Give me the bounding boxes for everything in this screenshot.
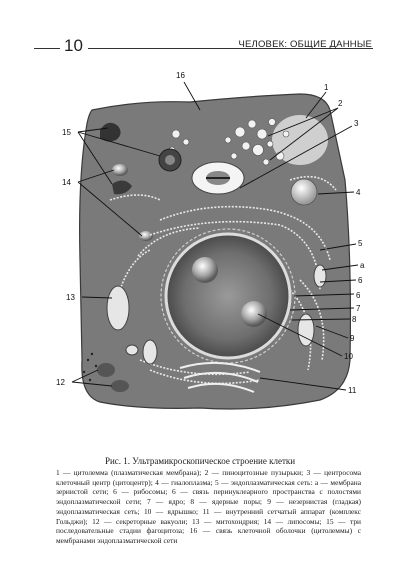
page-number: 10 xyxy=(64,36,83,55)
golgi-complex xyxy=(179,361,261,393)
label-4: 4 xyxy=(356,188,361,197)
label-9: 9 xyxy=(350,334,355,343)
label-1: 1 xyxy=(324,83,329,92)
label-6a: 6 xyxy=(358,276,363,285)
nucleus xyxy=(164,232,292,360)
secretory-vacuoles xyxy=(82,352,129,392)
endoplasmic-reticulum xyxy=(109,175,337,385)
leader-lines xyxy=(71,81,359,391)
running-title: ЧЕЛОВЕК: ОБЩИЕ ДАННЫЕ xyxy=(238,39,372,50)
label-10: 10 xyxy=(344,352,353,361)
figure-labels: 16 1 2 3 4 5 а 6 6 7 8 9 10 11 15 14 13 … xyxy=(56,71,365,395)
label-15: 15 xyxy=(62,128,71,137)
label-12: 12 xyxy=(56,378,65,387)
page-header: 10 ЧЕЛОВЕК: ОБЩИЕ ДАННЫЕ xyxy=(0,36,400,58)
figure-caption-title: Рис. 1. Ультрамикроскопическое строение … xyxy=(104,456,296,466)
label-16: 16 xyxy=(176,71,185,80)
label-11: 11 xyxy=(348,386,357,395)
cell-figure: 16 1 2 3 4 5 а 6 6 7 8 9 10 11 15 14 13 … xyxy=(0,60,400,450)
nucleolus-2 xyxy=(241,301,267,327)
header-rule-right xyxy=(88,48,373,49)
label-8: 8 xyxy=(352,315,357,324)
label-13: 13 xyxy=(66,293,75,302)
label-14: 14 xyxy=(62,178,71,187)
cell-illustration: 16 1 2 3 4 5 а 6 6 7 8 9 10 11 15 14 13 … xyxy=(56,71,365,410)
label-3: 3 xyxy=(354,119,359,128)
figure-caption-body: 1 — цитолемма (плазматическая мембрана);… xyxy=(56,468,361,545)
mitochondria xyxy=(106,264,327,365)
nucleolus-1 xyxy=(192,257,218,283)
label-2: 2 xyxy=(338,99,343,108)
label-a: а xyxy=(360,261,365,270)
pinocytic-vesicles xyxy=(168,118,290,166)
label-7: 7 xyxy=(356,304,361,313)
header-rule-left xyxy=(34,48,60,49)
label-5: 5 xyxy=(358,239,363,248)
label-6b: 6 xyxy=(356,291,361,300)
